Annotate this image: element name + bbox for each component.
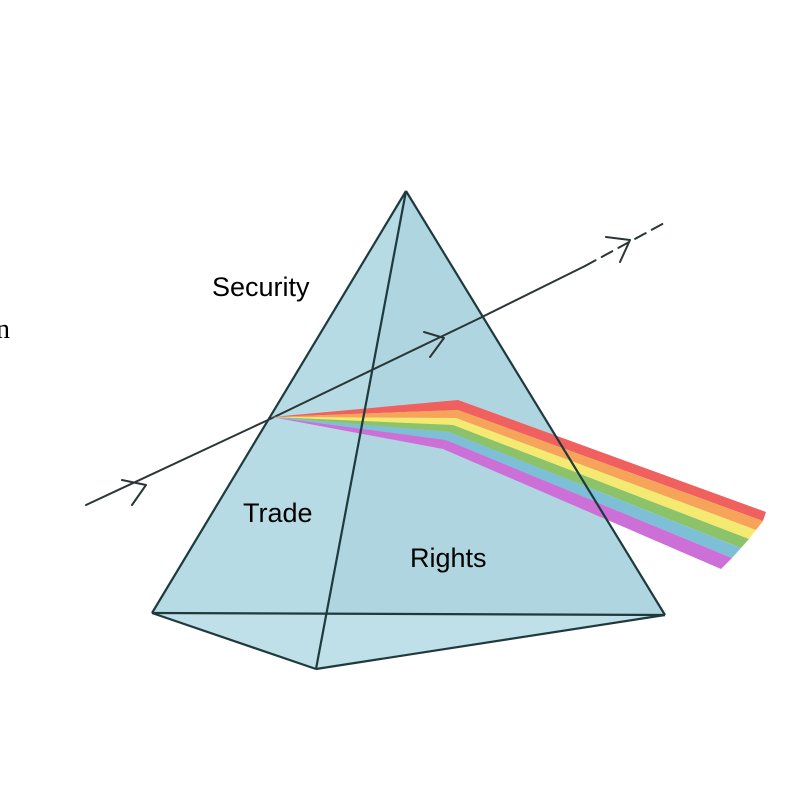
exit-ray-segment xyxy=(479,265,586,319)
spectrum-band-violet xyxy=(443,440,732,569)
edge-center xyxy=(314,190,408,670)
label-trade: Trade xyxy=(243,498,313,528)
spectrum-band-inner-violet xyxy=(272,417,446,449)
edge-right xyxy=(405,190,666,616)
arrowhead-incident xyxy=(121,479,147,506)
prism-base-face xyxy=(152,613,665,669)
spectrum-band-red xyxy=(458,400,766,521)
arrowhead-internal xyxy=(423,331,445,358)
spectrum-band-blue xyxy=(446,432,741,558)
incident-ray-segment xyxy=(85,419,269,506)
edge-left xyxy=(151,190,407,614)
ray-arrows xyxy=(121,236,631,506)
spectrum-band-inner-yellow xyxy=(272,417,456,425)
edge-text-fragment: n xyxy=(0,314,10,345)
label-security: Security xyxy=(212,272,310,302)
prism-edges xyxy=(151,190,666,671)
incident-ray xyxy=(85,220,669,506)
edge-base-front-right xyxy=(315,613,666,671)
internal-ray-segment xyxy=(267,317,481,421)
arrowhead-exit xyxy=(605,236,631,263)
spectrum-band-orange xyxy=(456,410,763,530)
spectrum-band-yellow xyxy=(453,418,756,539)
exit-ray-dashed xyxy=(584,220,669,267)
edge-base-front-left xyxy=(151,611,317,671)
edge-base-back xyxy=(151,611,666,617)
prism-front-left-face xyxy=(152,191,406,669)
label-rights: Rights xyxy=(410,543,487,573)
spectrum-band-green xyxy=(449,425,749,548)
